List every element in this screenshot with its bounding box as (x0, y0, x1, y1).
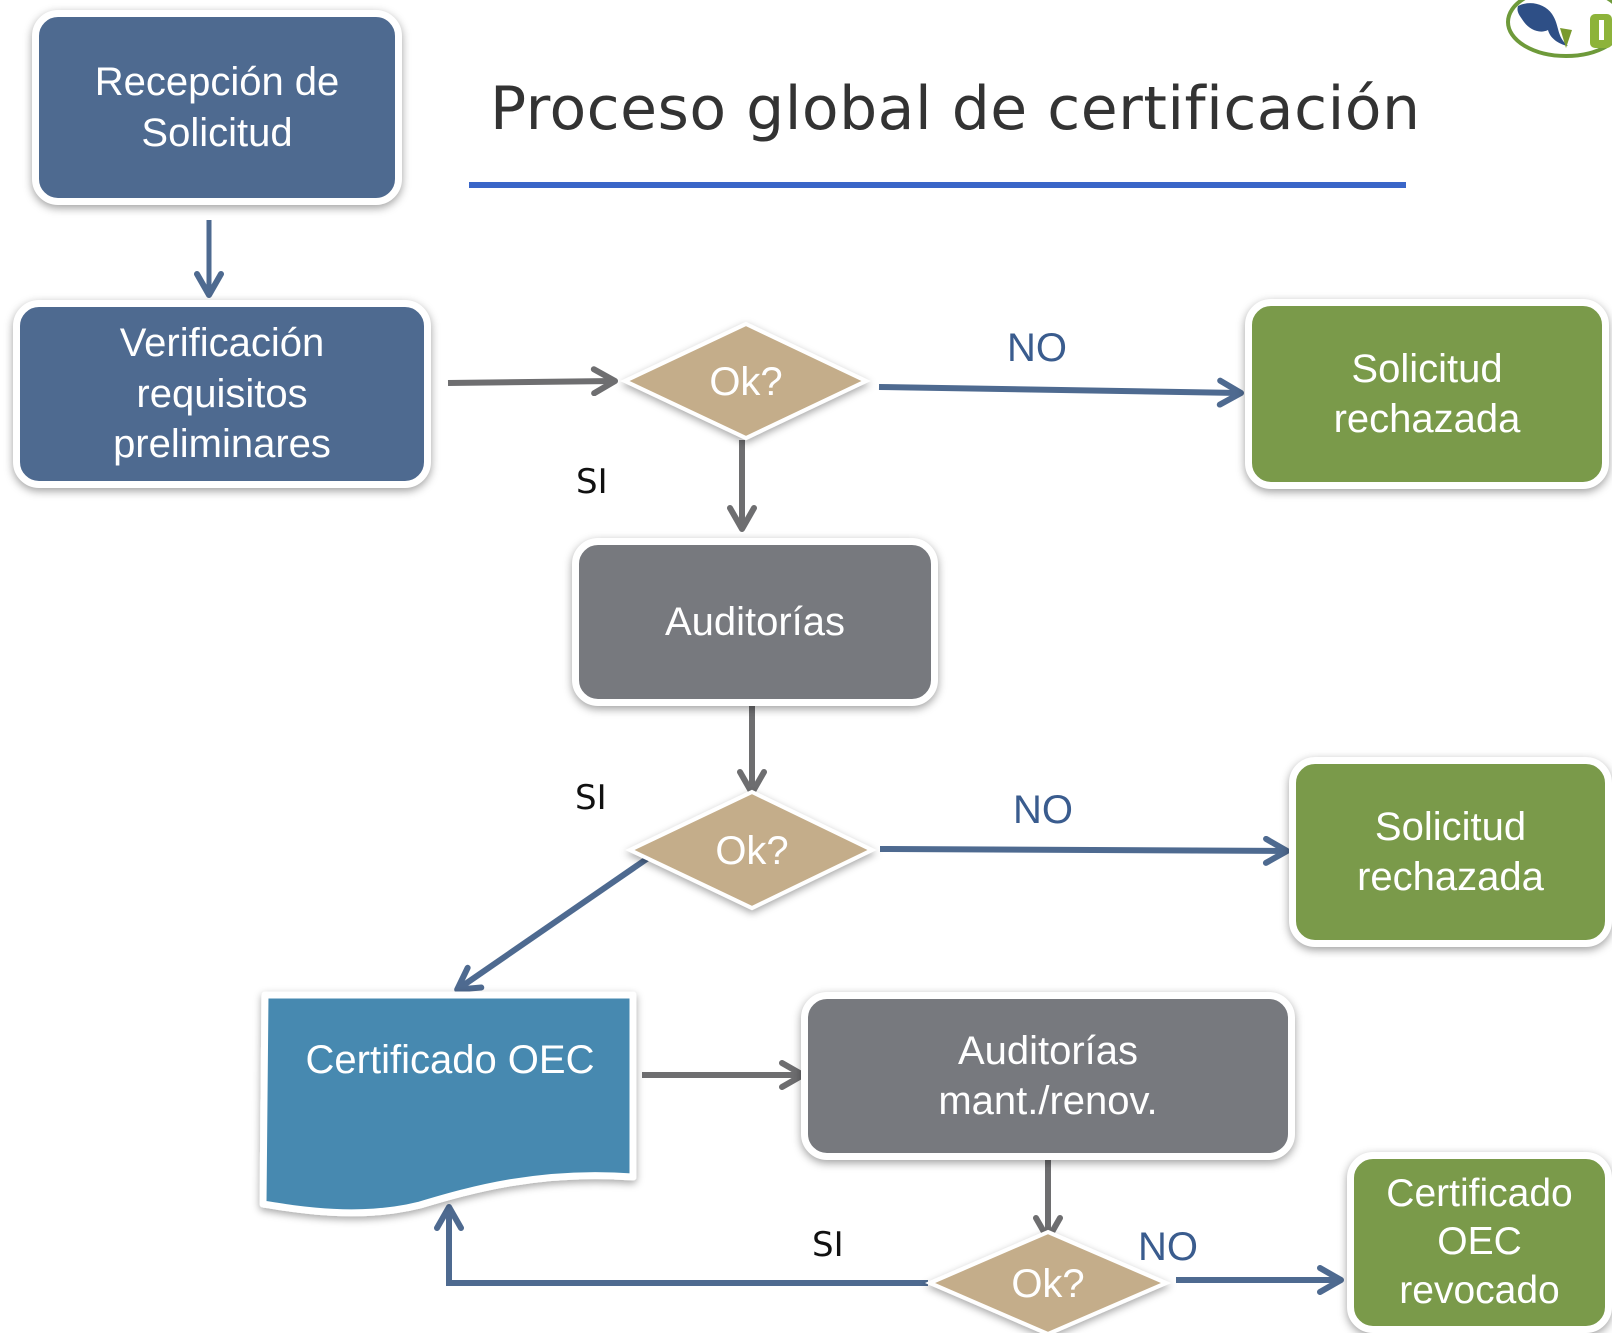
decision-label-3: Ok? (1011, 1262, 1085, 1306)
arrow-verificacion-to-ok1 (447, 366, 618, 397)
decision-diamond-3 (924, 1229, 1172, 1333)
arrow-ok2-si (454, 844, 666, 993)
node-recepcion-solicitud: Recepción de Solicitud (32, 10, 402, 205)
arrow-ok1-no (878, 377, 1244, 408)
certificate-document-shape (259, 991, 637, 1217)
flow-label-si-2: SI (575, 778, 607, 818)
flow-label-si-3: SI (812, 1225, 844, 1265)
node-verificacion-requisitos: Verificación requisitos preliminares (13, 300, 431, 488)
decision-diamond-1 (620, 321, 871, 441)
flow-label-si-1: SI (576, 462, 608, 502)
node-auditorias: Auditorías (572, 538, 938, 706)
arrow-ok2-no (879, 835, 1290, 866)
logo-mark (1506, 0, 1612, 58)
node-auditorias-mant-renov: Auditorías mant./renov. (801, 992, 1295, 1160)
decision-label-1: Ok? (709, 360, 783, 404)
flow-label-no-2: NO (1013, 788, 1073, 832)
node-certificado-revocado: Certificado OEC revocado (1347, 1152, 1612, 1333)
decision-label-2: Ok? (715, 829, 789, 873)
page-title: Proceso global de certificación (490, 74, 1421, 144)
title-underline (469, 182, 1406, 188)
node-certificado-oec: Certificado OEC (305, 1037, 595, 1082)
node-solicitud-rechazada-1: Solicitud rechazada (1245, 299, 1609, 489)
arrow-ok3-si-loop (434, 1204, 928, 1286)
decision-diamond-2 (625, 789, 877, 911)
node-solicitud-rechazada-2: Solicitud rechazada (1289, 757, 1612, 947)
flow-label-no-3: NO (1138, 1225, 1198, 1269)
flow-label-no-1: NO (1007, 326, 1067, 370)
